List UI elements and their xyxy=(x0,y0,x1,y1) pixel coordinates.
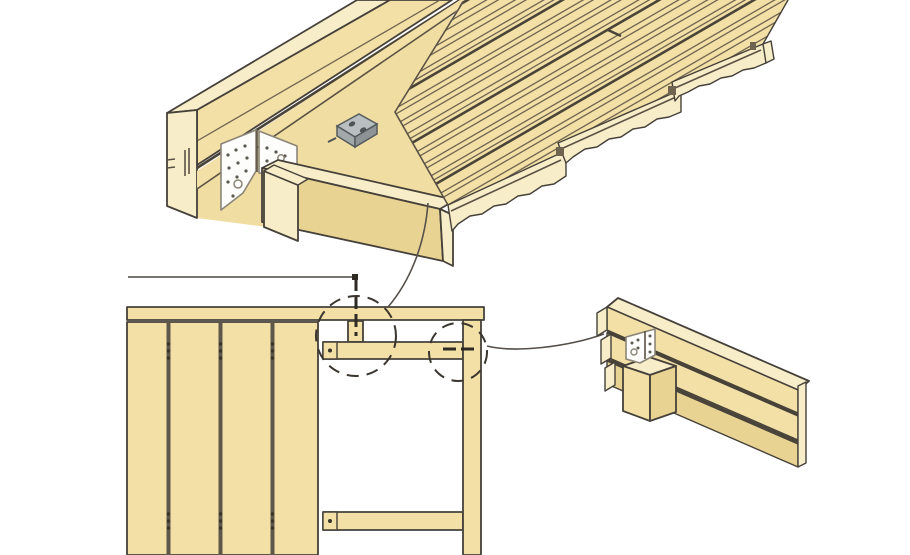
bracket-screw-hole xyxy=(233,179,243,189)
detail-circle-rail-post xyxy=(428,322,488,382)
leader-curve-deck xyxy=(387,202,429,308)
detail-bracket-screw-hole xyxy=(630,348,638,356)
detail-circle-spacer xyxy=(315,295,397,377)
fastening-clip xyxy=(327,113,379,149)
clip-front-face xyxy=(354,122,378,149)
decking-boards xyxy=(394,0,789,232)
rail-board1-end-face xyxy=(596,306,608,337)
deck-detail xyxy=(166,0,789,267)
board-chamber-notch xyxy=(668,86,676,95)
board-side-rib xyxy=(674,49,762,89)
deck-right-cut xyxy=(762,0,789,45)
board-chamber-notch xyxy=(556,147,564,156)
clip-hole xyxy=(359,127,367,133)
detail-angle-bracket xyxy=(625,328,656,364)
bracket-left-flange xyxy=(220,129,257,211)
rail-post-detail xyxy=(596,297,810,468)
rail-board3-end-face xyxy=(604,361,616,392)
board-end-face-right xyxy=(762,40,775,64)
fence-post xyxy=(462,319,482,555)
cap-board xyxy=(126,306,485,321)
clip-hole xyxy=(348,121,356,127)
rail-board2-end-face xyxy=(600,333,612,365)
dimension-tick xyxy=(352,274,358,280)
lower-rail xyxy=(322,511,464,531)
edge-beam-end-face xyxy=(166,109,198,219)
board-chamber-notch xyxy=(750,42,756,50)
slat-screw-marks xyxy=(166,342,275,530)
joist-end-top-edge xyxy=(263,164,309,186)
deck-start-edge xyxy=(394,1,464,206)
post-right-face xyxy=(649,365,677,422)
edge-beam-board-joint xyxy=(196,0,441,142)
rail-right-end-face xyxy=(797,381,807,468)
board-side-rib xyxy=(450,159,562,212)
end-face-tick xyxy=(166,166,176,169)
upper-rail xyxy=(322,341,464,360)
clip-screw xyxy=(327,137,337,143)
detail-bracket-holes xyxy=(630,334,652,354)
rail-screw-dot xyxy=(328,519,332,523)
end-face-tick xyxy=(166,158,176,161)
rail-screw-dot xyxy=(328,348,332,353)
board-side-rib xyxy=(560,96,677,150)
joist xyxy=(261,159,456,267)
detail-post xyxy=(622,356,677,422)
fence-elevation xyxy=(126,274,488,555)
leader-curve-rail xyxy=(486,333,605,350)
post-front-face xyxy=(622,365,651,422)
